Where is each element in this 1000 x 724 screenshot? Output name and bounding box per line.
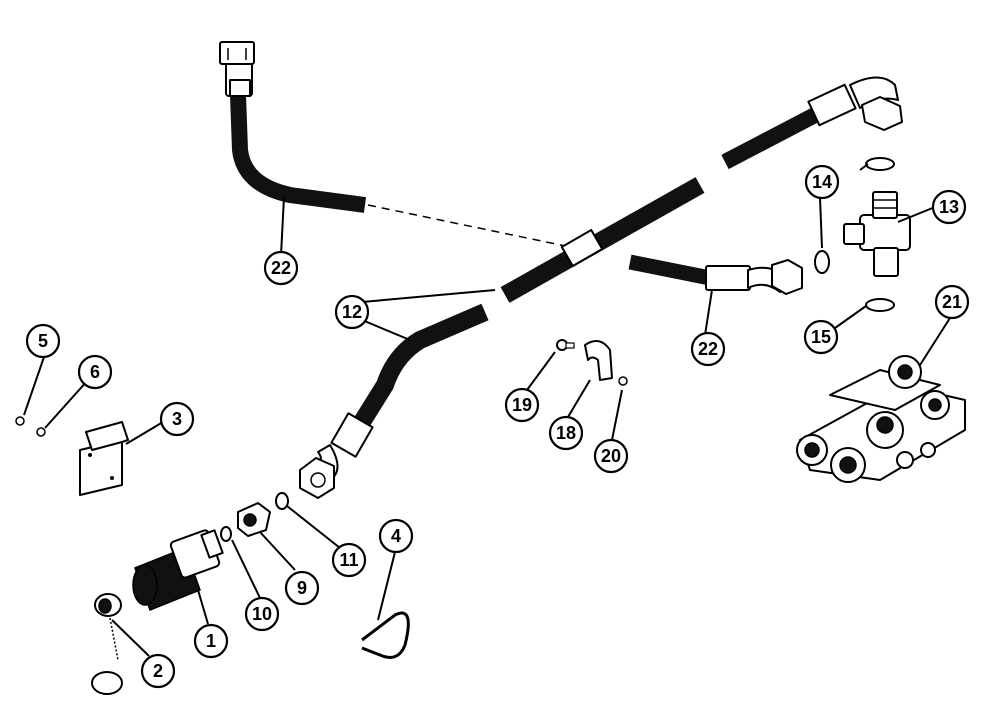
svg-text:11: 11 [339,550,358,570]
bracket-3 [79,421,129,496]
svg-text:13: 13 [939,197,959,217]
callout-22-lower: 22 [690,331,726,367]
callout-11: 11 [331,542,367,578]
svg-text:20: 20 [601,446,621,466]
callout-4: 4 [378,518,414,554]
leader-lines [23,163,951,657]
washer-11 [275,492,289,510]
callout-19: 19 [504,387,540,423]
o-ring-14-side [814,250,830,274]
callout-6: 6 [77,354,113,390]
manifold-block-21 [796,355,966,483]
hose-12-lower [299,303,489,499]
svg-text:22: 22 [271,258,291,278]
o-ring-15 [865,298,895,312]
nut-5 [15,416,25,426]
svg-text:14: 14 [812,172,832,192]
svg-text:10: 10 [252,604,272,624]
svg-text:21: 21 [942,292,962,312]
callout-1: 1 [193,623,229,659]
hose-12-upper [500,76,903,303]
svg-text:5: 5 [38,331,48,351]
callout-12: 12 [334,294,370,330]
svg-text:6: 6 [90,362,100,382]
hose-22-lower [628,254,803,295]
callout-2: 2 [140,653,176,689]
svg-text:2: 2 [153,661,163,681]
svg-text:19: 19 [512,395,532,415]
svg-text:22: 22 [698,339,718,359]
svg-text:3: 3 [172,409,182,429]
dashed-routing-line [367,204,576,249]
callout-3: 3 [159,401,195,437]
screw-19 [556,339,575,351]
callout-15: 15 [803,319,839,355]
svg-text:12: 12 [342,302,362,322]
callout-22-upper: 22 [263,250,299,286]
callout-5: 5 [25,323,61,359]
adapter-9 [237,502,271,537]
svg-text:9: 9 [297,578,307,598]
svg-text:4: 4 [391,526,401,546]
washer-6 [36,427,46,437]
tee-fitting-13 [843,191,911,277]
dust-cap-2 [91,593,123,695]
callout-10: 10 [244,596,280,632]
clamp-18 [584,340,613,381]
o-ring-14-top [865,157,895,171]
callout-18: 18 [548,415,584,451]
callout-13: 13 [931,189,967,225]
callout-9: 9 [284,570,320,606]
callout-21: 21 [934,284,970,320]
quick-coupler-1 [132,529,224,611]
u-bolt-4 [361,611,410,659]
svg-text:18: 18 [556,423,576,443]
hose-22-upper [219,41,367,213]
callout-14: 14 [804,164,840,200]
nut-20 [618,376,628,386]
washer-10 [220,526,232,542]
callout-20: 20 [593,438,629,474]
svg-text:1: 1 [206,631,216,651]
svg-text:15: 15 [811,327,831,347]
